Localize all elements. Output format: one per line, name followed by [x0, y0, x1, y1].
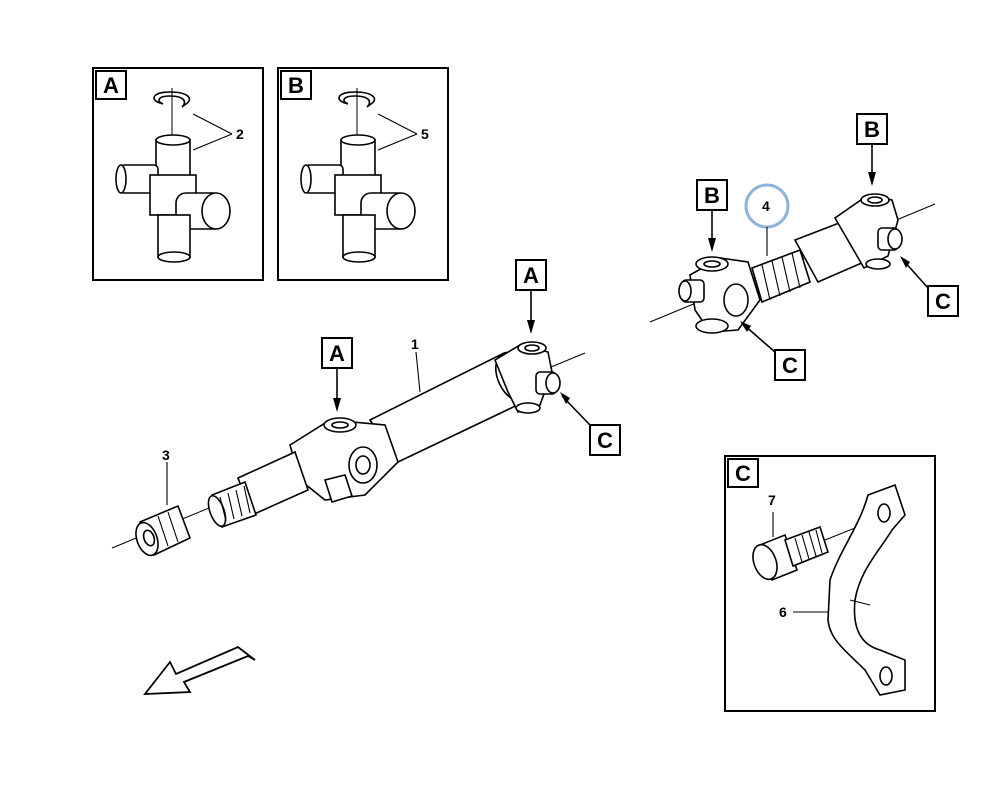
snap-ring-icon: [338, 88, 376, 140]
detail-panel-b: B 5: [277, 67, 449, 281]
part-number-7: 7: [768, 492, 776, 508]
callout-a-right: A: [523, 263, 539, 288]
part-number-1: 1: [411, 336, 419, 352]
callout-c-right: C: [935, 289, 951, 314]
part-number-3: 3: [162, 447, 170, 463]
detail-panel-a-letter: A: [103, 73, 119, 98]
callout-c-bottom: C: [782, 353, 798, 378]
detail-panel-c-letter: C: [735, 461, 751, 486]
snap-ring-icon: [153, 88, 191, 140]
bolt-icon: [752, 525, 829, 582]
part-number-2: 2: [236, 126, 244, 142]
universal-joint-icon: [300, 134, 416, 263]
main-propeller-shaft: 3 1 A A C: [111, 259, 621, 557]
strap-icon: [827, 483, 906, 696]
part-number-6: 6: [779, 604, 787, 620]
part-number-4: 4: [762, 198, 770, 214]
detail-panel-a: A 2: [92, 67, 264, 281]
universal-joint-icon: [115, 134, 231, 263]
callout-a-left: A: [329, 341, 345, 366]
nut-icon: [135, 504, 192, 557]
callout-c-main: C: [597, 428, 613, 453]
part-number-5: 5: [421, 126, 429, 142]
callout-b-right: B: [864, 117, 880, 142]
detail-panel-b-letter: B: [288, 73, 304, 98]
callout-b-left: B: [704, 183, 720, 208]
intermediate-shaft: 4 B B C C: [649, 113, 959, 381]
direction-arrow-icon: [143, 645, 256, 695]
detail-panel-c: C 7 6: [724, 455, 936, 712]
